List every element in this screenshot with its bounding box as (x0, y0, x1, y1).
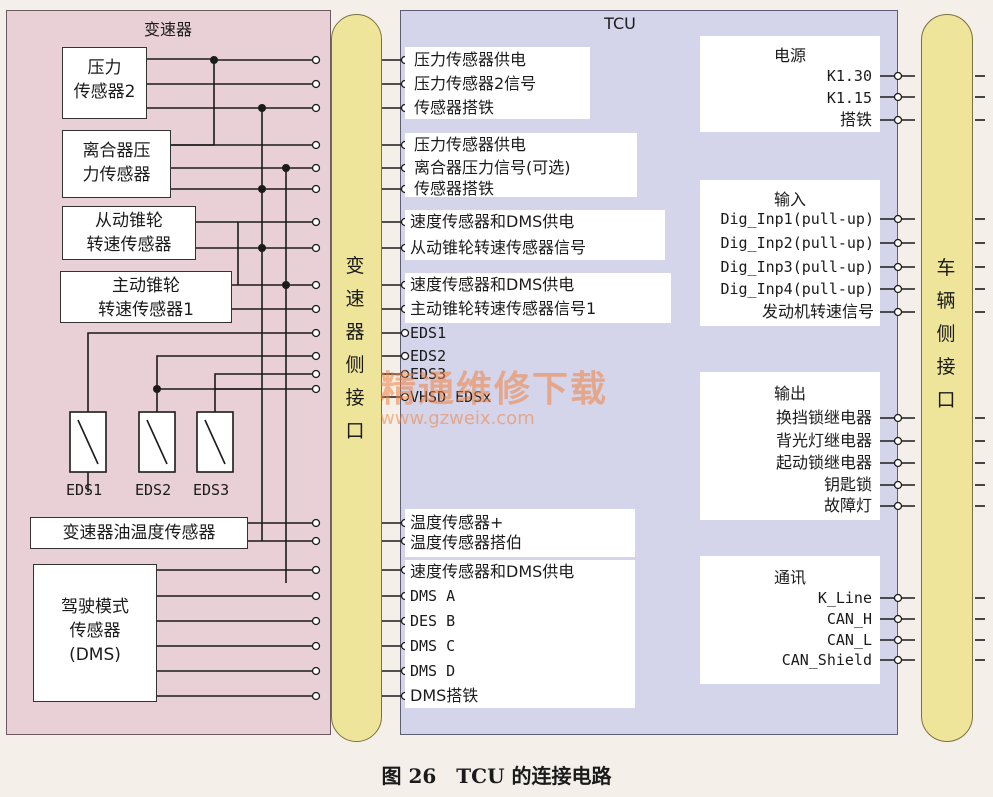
pressure-sensor-2-box: 压力 传感器2 (62, 47, 147, 119)
pin-label: 压力传感器供电 (414, 50, 527, 69)
pin-label: EDS3 (410, 365, 447, 383)
pin-label: 速度传感器和DMS供电 (410, 212, 575, 231)
pin-group-bg (405, 133, 637, 197)
power-item: K1.30 (826, 67, 872, 85)
clutch-pressure-sensor-box: 离合器压 力传感器 (62, 130, 171, 198)
pin-label: 传感器搭铁 (414, 179, 495, 198)
transmission-oil-temp-sensor-box: 变速器油温度传感器 (30, 517, 248, 549)
pin-group-bg (405, 560, 635, 708)
vehicle-connector-label: 车 辆 侧 接 口 (936, 257, 956, 411)
pin-label: 压力传感器供电 (414, 135, 527, 154)
transmission-title: 变速器 (143, 20, 192, 39)
pin-label: 压力传感器2信号 (414, 74, 537, 93)
drive-cone-speed-sensor-box: 主动锥轮 转速传感器1 (60, 271, 232, 323)
figure-caption: 图 26 TCU 的连接电路 (381, 764, 612, 788)
input-group-title: 输入 (773, 190, 806, 209)
pin-label: 温度传感器搭伯 (410, 533, 523, 552)
pin-group-bg (405, 509, 635, 557)
pin-label: 温度传感器+ (410, 513, 504, 532)
eds2-solenoid (138, 411, 176, 473)
pin-label: DMS A (410, 587, 456, 605)
input-item: Dig_Inp1(pull-up) (720, 210, 874, 228)
eds1-label: EDS1 (66, 481, 103, 499)
pin-label: DMS D (410, 662, 456, 680)
eds3-label: EDS3 (193, 481, 230, 499)
output-group (700, 372, 880, 520)
pin-group-bg (405, 47, 590, 119)
output-group-title: 输出 (773, 384, 806, 403)
pin-label: DMS搭铁 (410, 686, 479, 705)
pin-label: 传感器搭铁 (414, 98, 495, 117)
tcu-title: TCU (604, 14, 636, 33)
power-item: K1.15 (826, 89, 872, 107)
pin-label: 速度传感器和DMS供电 (410, 562, 575, 581)
drive-mode-sensor-box: 驾驶模式 传感器 (DMS) (33, 564, 157, 702)
watermark-url: www.gzweix.com (380, 408, 535, 429)
comm-group (700, 556, 880, 684)
pin-label: EDS2 (410, 347, 447, 365)
output-item: 背光灯继电器 (775, 431, 872, 450)
output-item: 故障灯 (823, 496, 872, 515)
driven-cone-speed-sensor-box: 从动锥轮 转速传感器 (62, 206, 196, 260)
eds2-label: EDS2 (135, 481, 172, 499)
pin-label: 主动锥轮转速传感器信号1 (410, 299, 597, 318)
input-item: Dig_Inp4(pull-up) (720, 280, 874, 298)
pin-group-bg (405, 210, 665, 260)
power-group-title: 电源 (773, 46, 806, 65)
power-item: 搭铁 (839, 110, 872, 129)
comm-item: CAN_L (826, 631, 872, 649)
input-item: 发动机转速信号 (761, 302, 874, 321)
input-item: Dig_Inp3(pull-up) (720, 258, 874, 276)
pin-group-bg (405, 273, 671, 323)
vehicle-side-connector (921, 14, 973, 742)
transmission-connector-label: 变 速 器 侧 接 口 (345, 255, 365, 442)
pin-label: 离合器压力信号(可选) (414, 158, 571, 177)
pin-label: VHSD EDSx (410, 388, 492, 406)
transmission-side-connector (331, 14, 382, 742)
pin-label: 从动锥轮转速传感器信号 (410, 238, 587, 257)
power-group (700, 36, 880, 132)
pin-label: 速度传感器和DMS供电 (410, 275, 575, 294)
input-group (700, 180, 880, 326)
comm-item: K_Line (817, 589, 872, 607)
pin-label: EDS1 (410, 324, 447, 342)
comm-item: CAN_Shield (781, 651, 872, 669)
output-item: 换挡锁继电器 (775, 408, 872, 427)
pin-label: DMS C (410, 637, 456, 655)
output-item: 钥匙锁 (823, 475, 872, 494)
watermark-text: 精通维修下载 (380, 369, 609, 410)
comm-group-title: 通讯 (773, 568, 806, 587)
pin-label: DES B (410, 612, 456, 630)
output-item: 起动锁继电器 (775, 453, 872, 472)
comm-item: CAN_H (826, 610, 872, 628)
input-item: Dig_Inp2(pull-up) (720, 234, 874, 252)
